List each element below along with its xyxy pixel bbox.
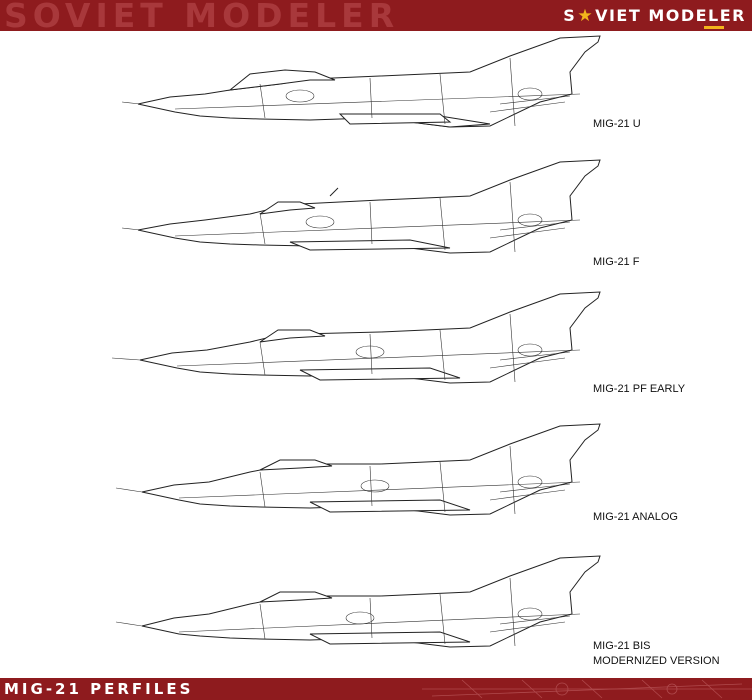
- profile-label: MIG-21 F: [593, 256, 640, 268]
- profile-subtitle: MODERNIZED VERSION: [593, 655, 720, 667]
- brand-logo: S ★ VIET MODELER: [563, 0, 746, 31]
- profile-label: MIG-21 U: [593, 118, 641, 130]
- profile-label: MIG-21 ANALOG: [593, 511, 678, 523]
- aircraft-profile-mig21-bis: [115, 555, 601, 648]
- header-bar: SOVIET MODELER S ★ VIET MODELER: [0, 0, 752, 31]
- aircraft-profile-mig21-u: [121, 35, 601, 128]
- profile-label: MIG-21 PF EARLY: [593, 383, 686, 395]
- brand-suffix: VIET MODELER: [595, 6, 746, 25]
- aircraft-profile-mig21-pf-early: [111, 291, 601, 384]
- brand-prefix: S: [563, 6, 577, 25]
- aircraft-profile-mig21-analog: [115, 423, 601, 516]
- footer-title: MIG-21 PERFILES: [4, 680, 194, 698]
- blueprint-decoration: [422, 679, 752, 699]
- aircraft-profile-mig21-f: [121, 159, 601, 254]
- footer-bar: MIG-21 PERFILES: [0, 678, 752, 700]
- star-icon: ★: [577, 5, 595, 26]
- header-watermark: SOVIET MODELER: [4, 0, 400, 31]
- profile-label: MIG-21 BIS: [593, 640, 651, 652]
- brand-underline: [704, 26, 724, 29]
